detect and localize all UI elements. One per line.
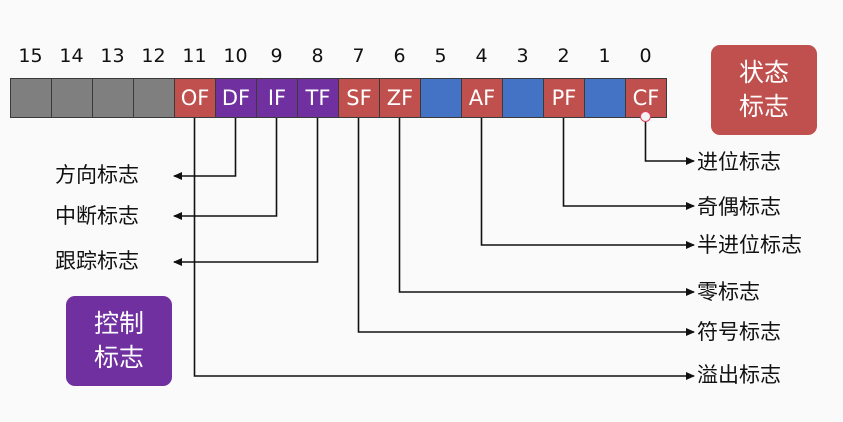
bit-number: 12 bbox=[141, 45, 166, 67]
label-aux-carry-flag: 半进位标志 bbox=[697, 233, 802, 257]
reserved-bit-cell bbox=[51, 78, 93, 118]
reserved-bit-cell bbox=[92, 78, 134, 118]
connector-pf bbox=[562, 118, 695, 210]
control-flags-box: 控制 标志 bbox=[66, 296, 172, 386]
reserved-bit-cell bbox=[584, 78, 626, 118]
connector-cf bbox=[644, 118, 695, 165]
bit-number: 3 bbox=[516, 45, 529, 67]
bit-number: 11 bbox=[182, 45, 207, 67]
flag-cell-of: OF bbox=[174, 78, 216, 118]
label-sign-flag: 符号标志 bbox=[697, 320, 781, 344]
connector-if bbox=[173, 118, 278, 220]
status-flags-box: 状态 标志 bbox=[711, 45, 817, 135]
status-box-line1: 状态 bbox=[738, 58, 789, 87]
connector-zf bbox=[398, 118, 695, 296]
connector-sf bbox=[357, 118, 695, 336]
bit-number: 15 bbox=[18, 45, 43, 67]
label-trace-flag: 跟踪标志 bbox=[55, 249, 139, 273]
label-carry-flag: 进位标志 bbox=[697, 150, 781, 174]
reserved-bit-cell bbox=[502, 78, 544, 118]
flag-cell-df: DF bbox=[215, 78, 257, 118]
reserved-bit-cell bbox=[10, 78, 52, 118]
mouse-cursor-icon bbox=[640, 111, 651, 122]
bit-number: 5 bbox=[434, 45, 447, 67]
flag-cell-cf: CF bbox=[625, 78, 667, 118]
connector-tf bbox=[173, 118, 319, 266]
control-box-line2: 标志 bbox=[93, 343, 144, 372]
connector-of bbox=[193, 118, 695, 380]
reserved-bit-cell bbox=[133, 78, 175, 118]
bit-number: 2 bbox=[557, 45, 570, 67]
flag-cell-if: IF bbox=[256, 78, 298, 118]
flag-cell-af: AF bbox=[461, 78, 503, 118]
flag-cell-sf: SF bbox=[338, 78, 380, 118]
flag-cell-pf: PF bbox=[543, 78, 585, 118]
label-interrupt-flag: 中断标志 bbox=[55, 204, 139, 228]
bit-number: 4 bbox=[475, 45, 488, 67]
bit-number: 9 bbox=[270, 45, 283, 67]
bit-number: 6 bbox=[393, 45, 406, 67]
connector-af bbox=[480, 118, 695, 249]
label-direction-flag: 方向标志 bbox=[55, 163, 139, 187]
control-box-line1: 控制 bbox=[93, 309, 144, 338]
bit-number: 14 bbox=[59, 45, 84, 67]
bit-number: 10 bbox=[223, 45, 248, 67]
label-parity-flag: 奇偶标志 bbox=[697, 195, 781, 219]
bit-number: 13 bbox=[100, 45, 125, 67]
connector-df bbox=[173, 118, 237, 180]
reserved-bit-cell bbox=[420, 78, 462, 118]
status-box-line2: 标志 bbox=[738, 92, 789, 121]
label-overflow-flag: 溢出标志 bbox=[697, 363, 781, 387]
bit-number: 0 bbox=[639, 45, 652, 67]
bit-number: 7 bbox=[352, 45, 365, 67]
flag-cell-zf: ZF bbox=[379, 78, 421, 118]
label-zero-flag: 零标志 bbox=[697, 280, 760, 304]
bit-number: 8 bbox=[311, 45, 324, 67]
flag-cell-tf: TF bbox=[297, 78, 339, 118]
bit-number: 1 bbox=[598, 45, 611, 67]
